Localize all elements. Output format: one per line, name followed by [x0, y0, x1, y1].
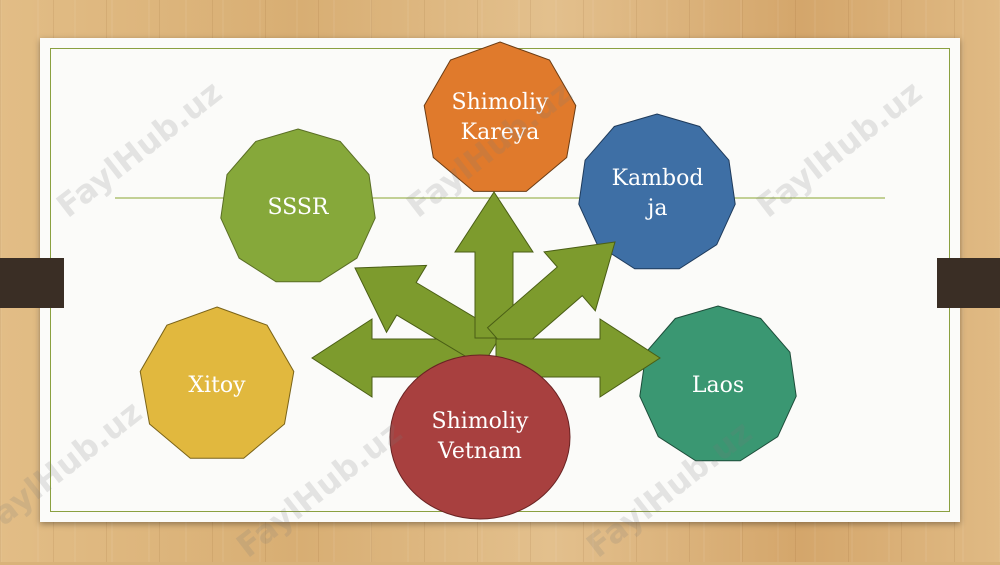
node-center-label: Shimoliy Vetnam	[431, 409, 529, 464]
arrow-to-cambodia	[486, 241, 616, 358]
arrows-group	[311, 191, 661, 398]
node-china-label: Xitoy	[188, 373, 246, 398]
node-cambodia-shape	[578, 113, 736, 270]
node-laos-label: Laos	[691, 373, 745, 398]
node-cambodia-label: Kambod ja	[611, 166, 704, 221]
left-binder-clip	[0, 258, 64, 308]
node-north-korea-shape	[423, 41, 577, 192]
right-binder-clip	[937, 258, 1000, 308]
node-center-shape	[389, 354, 571, 520]
node-china-shape	[139, 306, 295, 459]
arrow-to-laos	[495, 318, 661, 398]
node-ussr-shape	[220, 128, 376, 283]
node-ussr-label: SSSR	[267, 195, 329, 220]
node-laos-shape	[639, 305, 797, 462]
arrow-to-north-korea	[454, 191, 534, 339]
node-north-korea-label: Shimoliy Kareya	[451, 90, 549, 145]
